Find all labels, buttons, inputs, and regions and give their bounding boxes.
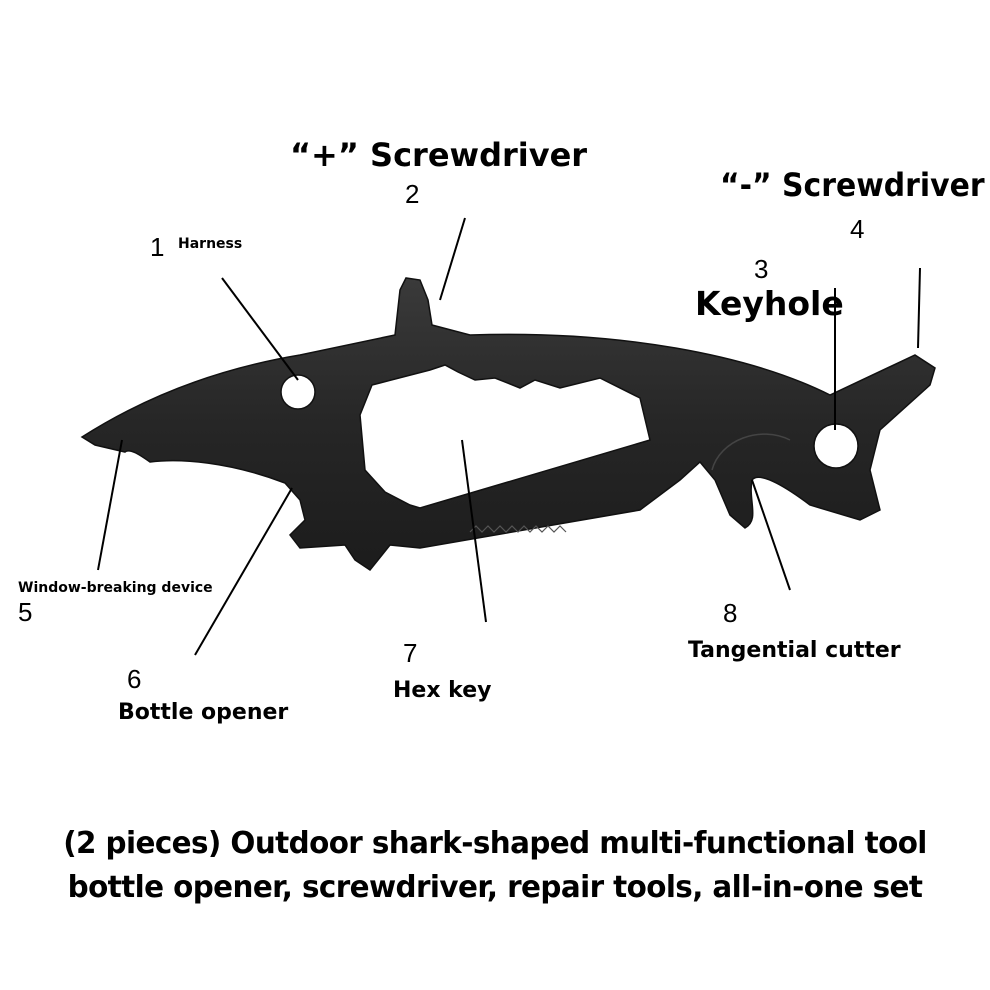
- leader-line-bottle-opener: [194, 487, 293, 656]
- leader-line-tangential-cutter: [751, 479, 791, 591]
- callout-5-number: 5: [18, 597, 33, 627]
- leader-line-hex-key: [461, 439, 487, 623]
- bottle-opener-hook: [711, 433, 791, 471]
- leader-line-window-breaker: [97, 439, 123, 571]
- callout-8-number: 8: [723, 598, 738, 628]
- callout-3-number: 3: [754, 254, 769, 284]
- caption-line-2: bottle opener, screwdriver, repair tools…: [67, 870, 923, 905]
- callout-4-number: 4: [850, 214, 865, 244]
- shark-tool-body: [80, 277, 936, 572]
- callout-3-label: Keyhole: [695, 284, 844, 323]
- callout-6-number: 6: [127, 664, 142, 694]
- callout-7-number: 7: [403, 638, 418, 668]
- caption-line-1: (2 pieces) Outdoor shark-shaped multi-fu…: [63, 826, 927, 861]
- callout-5-label: Window-breaking device: [18, 580, 213, 596]
- callout-1-number: 1: [150, 232, 165, 262]
- leader-line-harness: [221, 277, 299, 381]
- leader-line-flat-screwdriver: [917, 267, 921, 349]
- leader-line-phillips-screwdriver: [439, 217, 466, 301]
- callout-1-label: Harness: [178, 236, 243, 252]
- callout-2-label: “+” Screwdriver: [290, 136, 588, 174]
- hex-key-serration: [469, 525, 567, 533]
- callout-7-label: Hex key: [393, 678, 492, 703]
- callout-8-label: Tangential cutter: [688, 638, 901, 663]
- callout-6-label: Bottle opener: [118, 700, 289, 725]
- callout-2-number: 2: [405, 179, 420, 209]
- product-caption: (2 pieces) Outdoor shark-shaped multi-fu…: [0, 822, 990, 910]
- callout-4-label: “-” Screwdriver: [720, 166, 985, 204]
